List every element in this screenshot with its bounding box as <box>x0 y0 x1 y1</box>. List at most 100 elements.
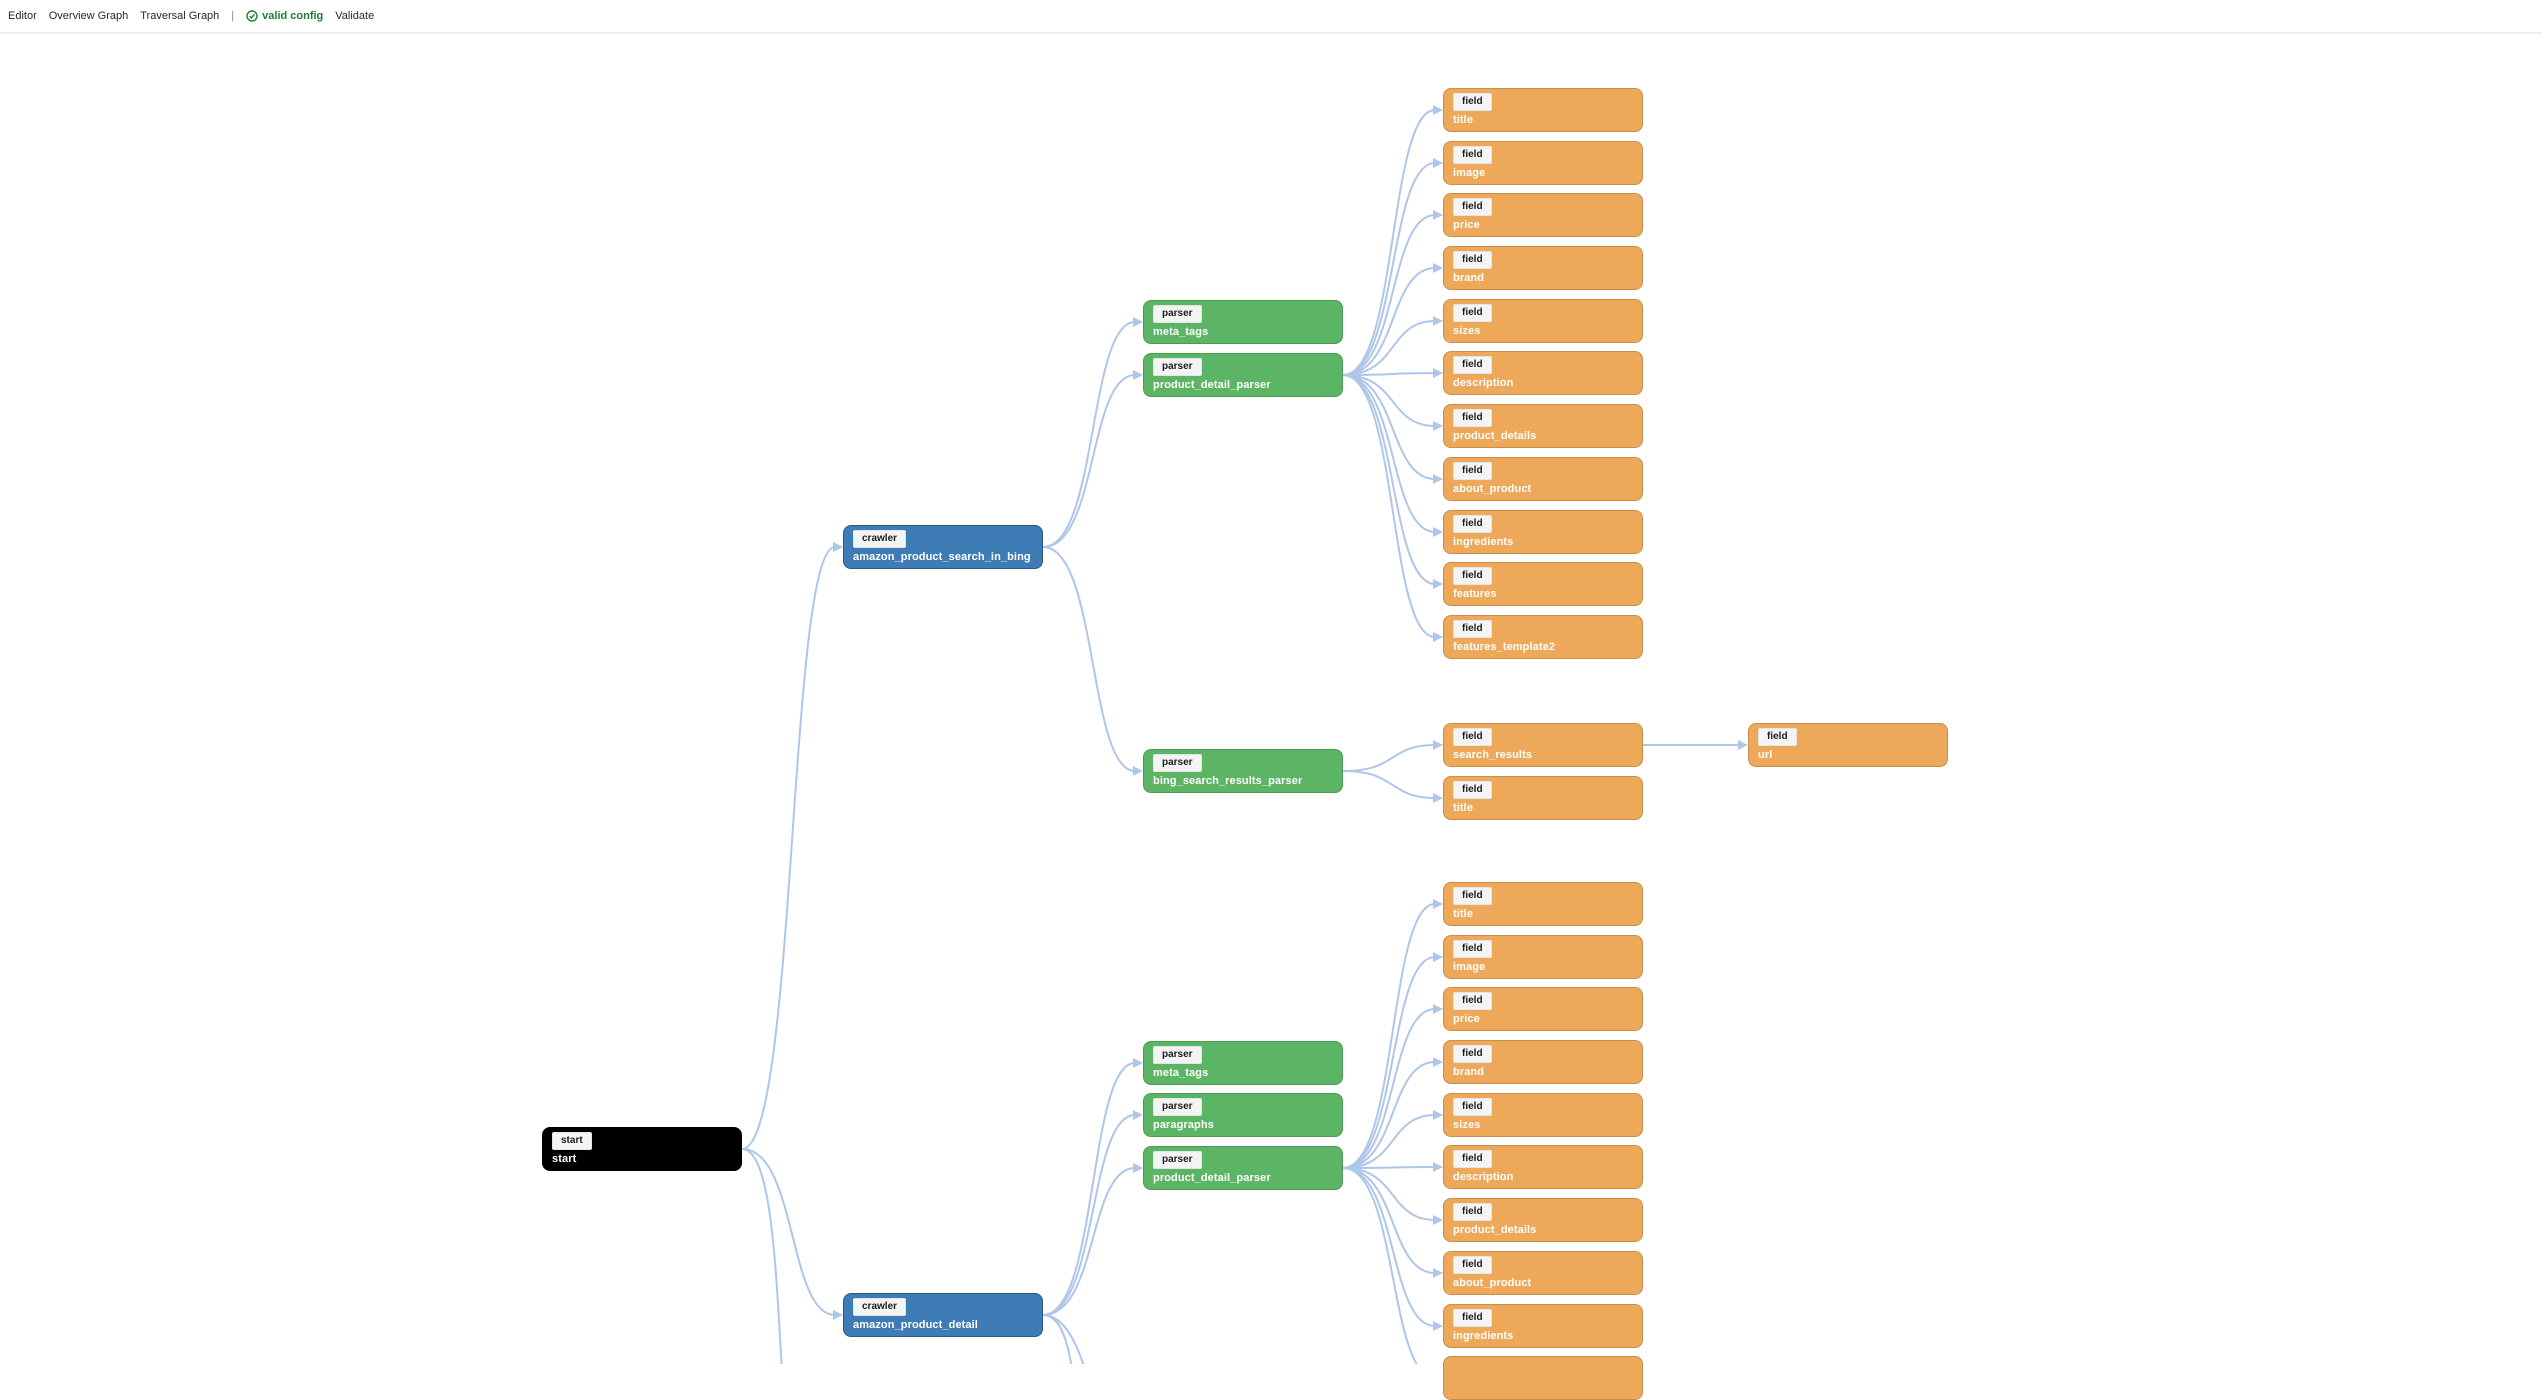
node-type-badge: crawler <box>853 530 907 548</box>
node-type-badge: field <box>1453 887 1492 905</box>
menu-editor[interactable]: Editor <box>8 10 37 22</box>
node-label: ingredients <box>1453 1330 1514 1342</box>
node-type-badge: field <box>1453 93 1492 111</box>
node-label: search_results <box>1453 749 1533 761</box>
node-f1_title[interactable]: field title <box>1443 88 1643 132</box>
edge-arrowhead <box>1133 1058 1143 1068</box>
edge-p1_product_detail_parser-f1_ingredients <box>1342 374 1436 533</box>
node-label: ingredients <box>1453 536 1514 548</box>
edge-p2_product_detail_parser-f2_ingredients <box>1342 1167 1436 1327</box>
node-type-badge: field <box>1453 515 1492 533</box>
edge-arrowhead <box>1433 793 1443 803</box>
node-label: bing_search_results_parser <box>1153 775 1303 787</box>
edge-arrowhead <box>1133 1163 1143 1173</box>
node-f2_partial[interactable] <box>1443 1356 1643 1400</box>
node-type-badge: parser <box>1153 1151 1202 1169</box>
node-label: amazon_product_detail <box>853 1319 978 1331</box>
edge-arrowhead <box>1433 1057 1443 1067</box>
node-label: sizes <box>1453 1119 1481 1131</box>
edge-arrowhead <box>1433 1321 1443 1331</box>
node-f2_about_product[interactable]: field about_product <box>1443 1251 1643 1295</box>
node-label: title <box>1453 114 1474 126</box>
node-label: start <box>552 1153 577 1165</box>
edge-c_product_detail-p2_paragraphs <box>1042 1114 1136 1316</box>
edge-arrowhead <box>1133 1110 1143 1120</box>
edges-layer <box>741 105 1748 1364</box>
menu-overview-graph[interactable]: Overview Graph <box>48 10 129 22</box>
edge-p_bing_results-f_mid_title <box>1342 770 1436 799</box>
valid-config-label: valid config <box>262 10 324 22</box>
edge-arrowhead <box>1433 1004 1443 1014</box>
node-label: description <box>1453 377 1514 389</box>
edge-arrowhead <box>1433 316 1443 326</box>
edge-arrowhead <box>1433 952 1443 962</box>
edge-p2_product_detail_parser-f2_description <box>1342 1166 1436 1169</box>
node-label: features <box>1453 588 1497 600</box>
edge-p2_product_detail_parser-f2_sizes <box>1342 1114 1436 1169</box>
node-label: about_product <box>1453 1277 1532 1289</box>
edge-p1_product_detail_parser-f1_about_product <box>1342 374 1436 480</box>
node-type-badge: field <box>1453 198 1492 216</box>
edge-c_bing_search-p1_product_detail_parser <box>1042 374 1136 548</box>
node-label: image <box>1453 167 1486 179</box>
edge-start-c_product_detail <box>741 1148 836 1316</box>
node-type-badge: start <box>552 1132 592 1150</box>
menu-validate-button[interactable]: Validate <box>335 10 375 22</box>
node-type-badge: field <box>1453 251 1492 269</box>
edge-arrowhead <box>1433 740 1443 750</box>
edge-p2_product_detail_parser-f2_partial <box>1342 1167 1418 1364</box>
edge-arrowhead <box>833 1310 843 1320</box>
node-start[interactable]: start start <box>542 1127 742 1171</box>
node-c_bing_search[interactable]: crawler amazon_product_search_in_bing <box>843 525 1043 569</box>
node-type-badge: field <box>1453 620 1492 638</box>
edge-c_product_detail-offscreen <box>1042 1314 1073 1364</box>
edge-arrowhead <box>1133 370 1143 380</box>
node-label: meta_tags <box>1153 1067 1209 1079</box>
node-type-badge: field <box>1453 1256 1492 1274</box>
edge-p1_product_detail_parser-f1_description <box>1342 372 1436 376</box>
edge-arrowhead <box>1433 899 1443 909</box>
node-p_bing_results[interactable]: parser bing_search_results_parser <box>1143 749 1343 793</box>
node-type-badge: field <box>1453 1150 1492 1168</box>
node-type-badge: field <box>1453 304 1492 322</box>
node-type-badge: field <box>1453 356 1492 374</box>
node-type-badge: parser <box>1153 754 1202 772</box>
node-f1_description[interactable]: field description <box>1443 351 1643 395</box>
edge-p2_product_detail_parser-f2_about_product <box>1342 1167 1436 1274</box>
edge-start-c_bing_search <box>741 546 836 1150</box>
edge-p2_product_detail_parser-f2_title <box>1342 903 1436 1169</box>
node-f1_ingredients[interactable]: field ingredients <box>1443 510 1643 554</box>
edge-arrowhead <box>1433 1162 1443 1172</box>
node-label: paragraphs <box>1153 1119 1214 1131</box>
node-label: amazon_product_search_in_bing <box>853 551 1031 563</box>
edge-arrowhead <box>1433 1215 1443 1225</box>
menu-traversal-graph[interactable]: Traversal Graph <box>140 10 220 22</box>
edge-arrowhead <box>1433 421 1443 431</box>
